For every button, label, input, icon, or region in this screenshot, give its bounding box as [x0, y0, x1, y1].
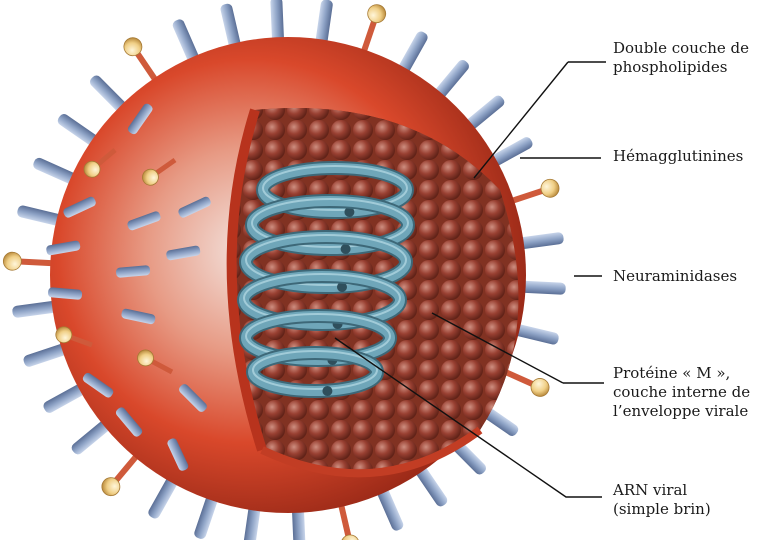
label-proteine-m-line1: Protéine « M »,: [613, 364, 750, 383]
label-phospholipides-line2: phospholipides: [613, 58, 749, 77]
label-arn: ARN viral (simple brin): [613, 481, 711, 519]
label-arn-line2: (simple brin): [613, 500, 711, 519]
label-proteine-m-line2: couche interne de: [613, 383, 750, 402]
leader-phospholipides: [474, 62, 568, 178]
label-hemagglutinines-text: Hémagglutinines: [613, 147, 743, 166]
label-phospholipides: Double couche de phospholipides: [613, 39, 749, 77]
label-neuraminidases: Neuraminidases: [613, 267, 737, 286]
label-proteine-m: Protéine « M », couche interne de l’enve…: [613, 364, 750, 421]
label-phospholipides-line1: Double couche de: [613, 39, 749, 58]
label-neuraminidases-text: Neuraminidases: [613, 267, 737, 286]
label-hemagglutinines: Hémagglutinines: [613, 147, 743, 166]
label-proteine-m-line3: l’enveloppe virale: [613, 402, 750, 421]
label-arn-line1: ARN viral: [613, 481, 711, 500]
